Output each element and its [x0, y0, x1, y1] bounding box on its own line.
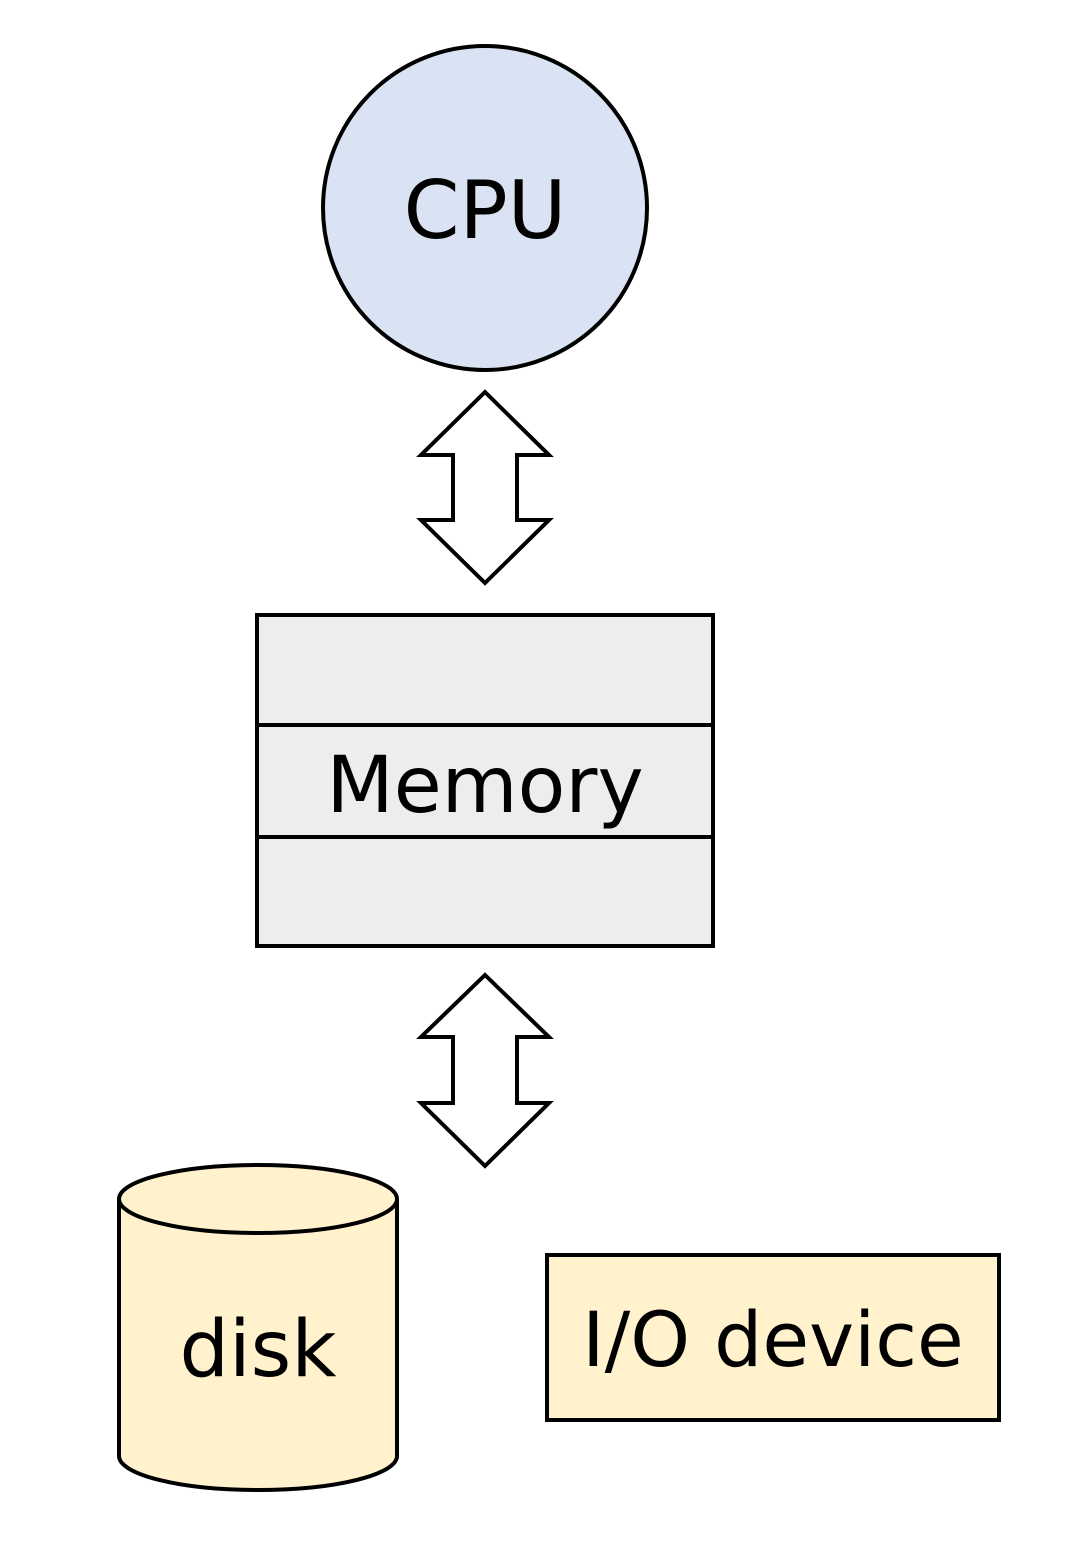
cpu-circle: [321, 44, 649, 372]
memory-label: Memory: [326, 741, 643, 831]
memory-node[interactable]: Memory: [255, 613, 715, 948]
cpu-memory-double-arrow: [416, 389, 554, 586]
disk-node[interactable]: disk: [117, 1163, 399, 1492]
io-device-label: I/O device: [582, 1295, 964, 1384]
cpu-label: CPU: [404, 164, 567, 257]
disk-label: disk: [180, 1305, 337, 1395]
disk-cylinder-top: [117, 1163, 399, 1235]
memory-box: [255, 613, 715, 948]
disk-cylinder-body: [117, 1199, 399, 1492]
io-device-node[interactable]: I/O device: [545, 1253, 1001, 1422]
cpu-node[interactable]: CPU: [321, 44, 649, 372]
io-device-box: [545, 1253, 1001, 1422]
memory-disk-double-arrow: [416, 972, 554, 1169]
